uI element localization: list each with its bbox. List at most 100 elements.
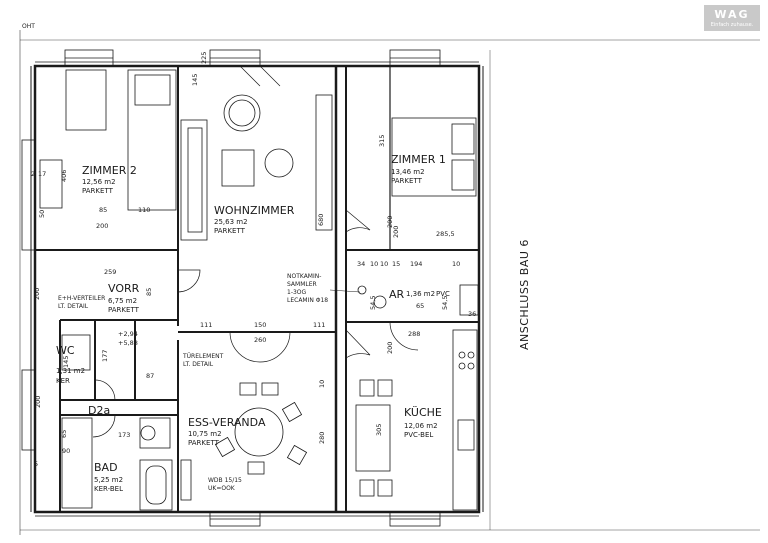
dim-label: 315	[378, 135, 386, 147]
room-name: KÜCHE	[404, 406, 442, 419]
note-eh-verteiler: E+H-VERTEILER	[58, 295, 105, 302]
dim-label: 259	[104, 268, 116, 276]
room-name: ESS-VERANDA	[188, 416, 266, 429]
room-area: 5,25 m2	[94, 476, 123, 484]
room-name: ZIMMER 1	[391, 153, 446, 166]
room-name: WC	[56, 344, 75, 357]
dim-label: 200	[386, 216, 394, 228]
interior-walls	[35, 66, 479, 512]
dim-label: 34	[357, 260, 365, 268]
room-wc: WC 1,31 m2 KER	[56, 344, 85, 385]
dim-label: 10	[452, 260, 460, 268]
room-area: 12,56 m2	[82, 178, 116, 186]
room-floor: PARKETT	[108, 306, 140, 314]
room-name: VORR	[108, 282, 140, 295]
corner-mark: OHT	[22, 23, 35, 30]
room-floor: PARKETT	[188, 439, 220, 447]
dim-label: 288	[408, 330, 420, 338]
dim-label: 10	[318, 380, 326, 388]
dim-label: 194	[410, 260, 422, 268]
windows	[21, 49, 441, 527]
room-floor: KER-BEL	[94, 485, 123, 493]
dim-label: 17	[38, 170, 46, 178]
furniture	[39, 69, 479, 511]
dim-label: 15	[392, 260, 400, 268]
note-notkamin-3: 1-3OG	[287, 289, 307, 296]
note-notkamin-4: LECAMIN Φ18	[287, 297, 328, 304]
dim-label: 260	[254, 336, 266, 344]
room-floor: KER	[56, 377, 70, 385]
doors	[92, 65, 419, 438]
room-area: 13,46 m2	[391, 168, 425, 176]
dim-label: 200	[34, 396, 42, 408]
plan-notes: E+H-VERTEILER LT. DETAIL TÜRELEMENT LT. …	[58, 273, 361, 492]
room-floor: PARKETT	[82, 187, 114, 195]
dim-label: 5	[34, 460, 38, 468]
room-ess-veranda: ESS-VERANDA 10,75 m2 PARKETT	[188, 416, 266, 447]
dim-label: 85	[145, 288, 153, 296]
room-vorr: VORR 6,75 m2 PARKETT	[108, 282, 140, 314]
dim-label: 54,5	[441, 296, 449, 310]
dim-label: +5,88	[118, 339, 138, 347]
dim-label: 406	[60, 170, 68, 182]
room-bad: BAD 5,25 m2 KER-BEL	[94, 461, 123, 493]
room-name: ZIMMER 2	[82, 164, 137, 177]
room-area: 1,31 m2	[56, 367, 85, 375]
room-name: WOHNZIMMER	[214, 204, 295, 217]
dim-label: 110	[138, 206, 150, 214]
side-label: ANSCHLUSS BAU 6	[518, 239, 531, 350]
dim-label: 111	[313, 321, 325, 329]
room-floor: PARKETT	[214, 227, 246, 235]
dim-label: 150	[254, 321, 266, 329]
note-eh-detail: LT. DETAIL	[58, 303, 89, 310]
dim-label: 10	[370, 260, 378, 268]
dim-label: 305	[375, 424, 383, 436]
dim-label: 111	[200, 321, 212, 329]
dim-label: 65	[416, 302, 424, 310]
dim-label: 87	[146, 372, 154, 380]
note-wdb-1: WDB 15/15	[208, 477, 242, 484]
room-kueche: KÜCHE 12,06 m2 PVC-BEL	[404, 406, 442, 439]
dim-label: 145	[62, 356, 70, 368]
note-wdb-2: UK=OOK	[208, 485, 236, 492]
dim-label: 65	[60, 430, 68, 438]
dim-label: 54,5	[369, 296, 377, 310]
dim-label: +2,94	[118, 330, 138, 338]
brand-logo: WAG Einfach zuhause.	[704, 5, 760, 31]
dim-label: 200	[386, 342, 394, 354]
dimension-labels: 406 85 110 200 2 17 50 145 225 680 315 2…	[31, 52, 476, 468]
dim-label: 680	[317, 214, 325, 226]
room-labels: ZIMMER 2 12,56 m2 PARKETT WOHNZIMMER 25,…	[56, 153, 450, 493]
dim-label: 36	[468, 310, 476, 318]
dim-label: 177	[101, 350, 109, 362]
logo-tagline: Einfach zuhause.	[710, 22, 754, 28]
dim-label: 90	[62, 447, 70, 455]
note-notkamin-2: SAMMLER	[287, 281, 317, 288]
room-floor: PVC-BEL	[404, 431, 433, 439]
room-area: 25,63 m2	[214, 218, 248, 226]
room-area: 6,75 m2	[108, 297, 137, 305]
dim-label: 200	[96, 222, 108, 230]
logo-mark: WAG	[714, 8, 750, 21]
dim-label: 280	[318, 432, 326, 444]
dim-label: 145	[191, 74, 199, 86]
note-notkamin-1: NOTKAMIN-	[287, 273, 321, 280]
dim-label: 2	[31, 170, 35, 178]
room-d2a: D2a	[88, 404, 110, 417]
dim-label: 225	[200, 52, 208, 64]
room-area: 10,75 m2	[188, 430, 222, 438]
dim-label: 85	[99, 206, 107, 214]
dim-label: 285,5	[436, 230, 455, 238]
room-wohnzimmer: WOHNZIMMER 25,63 m2 PARKETT	[214, 204, 295, 235]
room-floor: PVC	[436, 290, 450, 298]
room-floor: PARKETT	[391, 177, 423, 185]
dim-label: 173	[118, 431, 130, 439]
room-zimmer-1: ZIMMER 1 13,46 m2 PARKETT	[391, 153, 446, 185]
room-area: 12,06 m2	[404, 422, 438, 430]
room-ar: AR 1,36 m2 PVC	[389, 288, 450, 301]
room-name: AR	[389, 288, 405, 301]
room-name: D2a	[88, 404, 110, 417]
room-name: BAD	[94, 461, 118, 474]
note-tuerelement: TÜRELEMENT	[182, 353, 224, 360]
